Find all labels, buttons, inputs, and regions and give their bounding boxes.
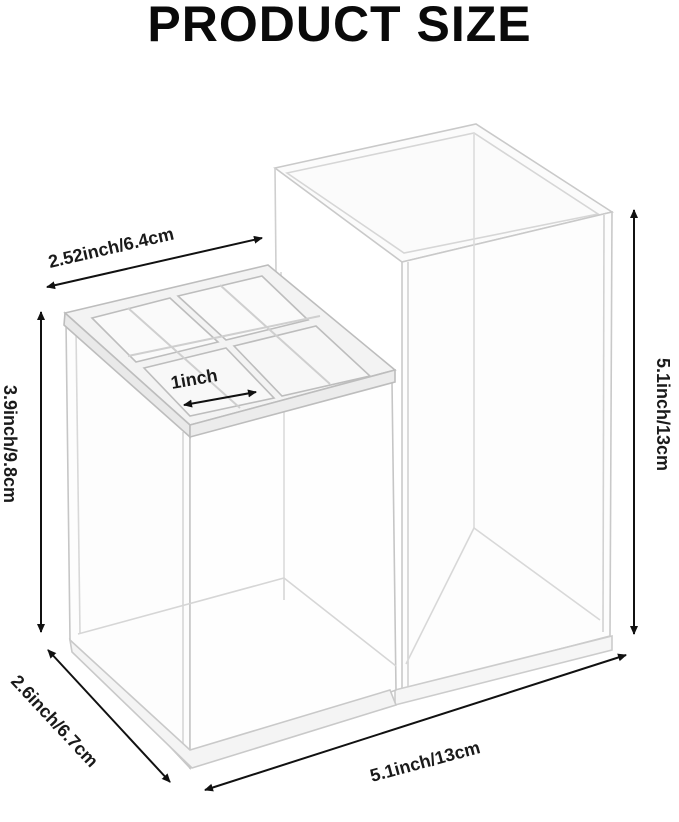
dimension-arrows [37, 209, 638, 792]
lid-width-label: 2.52inch/6.4cm [46, 224, 175, 272]
lid-width-arrow [46, 235, 263, 290]
page-title: PRODUCT SIZE [147, 0, 532, 52]
depth-arrow [47, 649, 171, 783]
depth-label: 2.6inch/6.7cm [7, 671, 102, 771]
grid-lid [63, 264, 397, 439]
compartment-arrow [183, 389, 257, 408]
short-height-label: 3.9inch/9.8cm [0, 385, 20, 503]
width-label: 5.1inch/13cm [368, 737, 482, 786]
width-arrow [204, 653, 627, 792]
tall-height-label: 5.1inch/13cm [653, 358, 673, 471]
tall-container [273, 123, 615, 707]
